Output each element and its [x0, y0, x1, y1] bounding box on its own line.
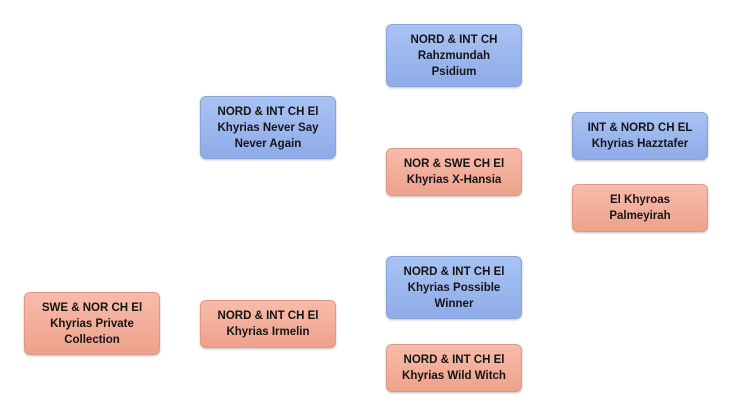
sire-sire-name: NORD & INT CH Rahzmundah Psidium — [410, 33, 498, 78]
sire-sire-node[interactable]: NORD & INT CH Rahzmundah Psidium — [386, 24, 522, 87]
sire-name: NORD & INT CH El Khyrias Never Say Never… — [217, 105, 319, 150]
subject-node[interactable]: SWE & NOR CH El Khyrias Private Collecti… — [24, 292, 160, 355]
sire-dam-node[interactable]: NOR & SWE CH El Khyrias X-Hansia — [386, 148, 522, 196]
sire-dam-name: NOR & SWE CH El Khyrias X-Hansia — [403, 158, 505, 186]
subject-name: SWE & NOR CH El Khyrias Private Collecti… — [41, 301, 143, 346]
dam-node[interactable]: NORD & INT CH El Khyrias Irmelin — [200, 300, 336, 348]
sire-node[interactable]: NORD & INT CH El Khyrias Never Say Never… — [200, 96, 336, 159]
dam-sire-node[interactable]: NORD & INT CH El Khyrias Possible Winner — [386, 256, 522, 319]
dam-name: NORD & INT CH El Khyrias Irmelin — [217, 310, 319, 338]
sire-dam-sire-node[interactable]: INT & NORD CH EL Khyrias Hazztafer — [572, 112, 708, 160]
dam-dam-node[interactable]: NORD & INT CH El Khyrias Wild Witch — [386, 344, 522, 392]
dam-dam-name: NORD & INT CH El Khyrias Wild Witch — [402, 354, 506, 382]
sire-dam-sire-name: INT & NORD CH EL Khyrias Hazztafer — [587, 122, 693, 150]
sire-dam-dam-node[interactable]: El Khyroas Palmeyirah — [572, 184, 708, 232]
dam-sire-name: NORD & INT CH El Khyrias Possible Winner — [403, 265, 505, 310]
sire-dam-dam-name: El Khyroas Palmeyirah — [609, 194, 671, 222]
